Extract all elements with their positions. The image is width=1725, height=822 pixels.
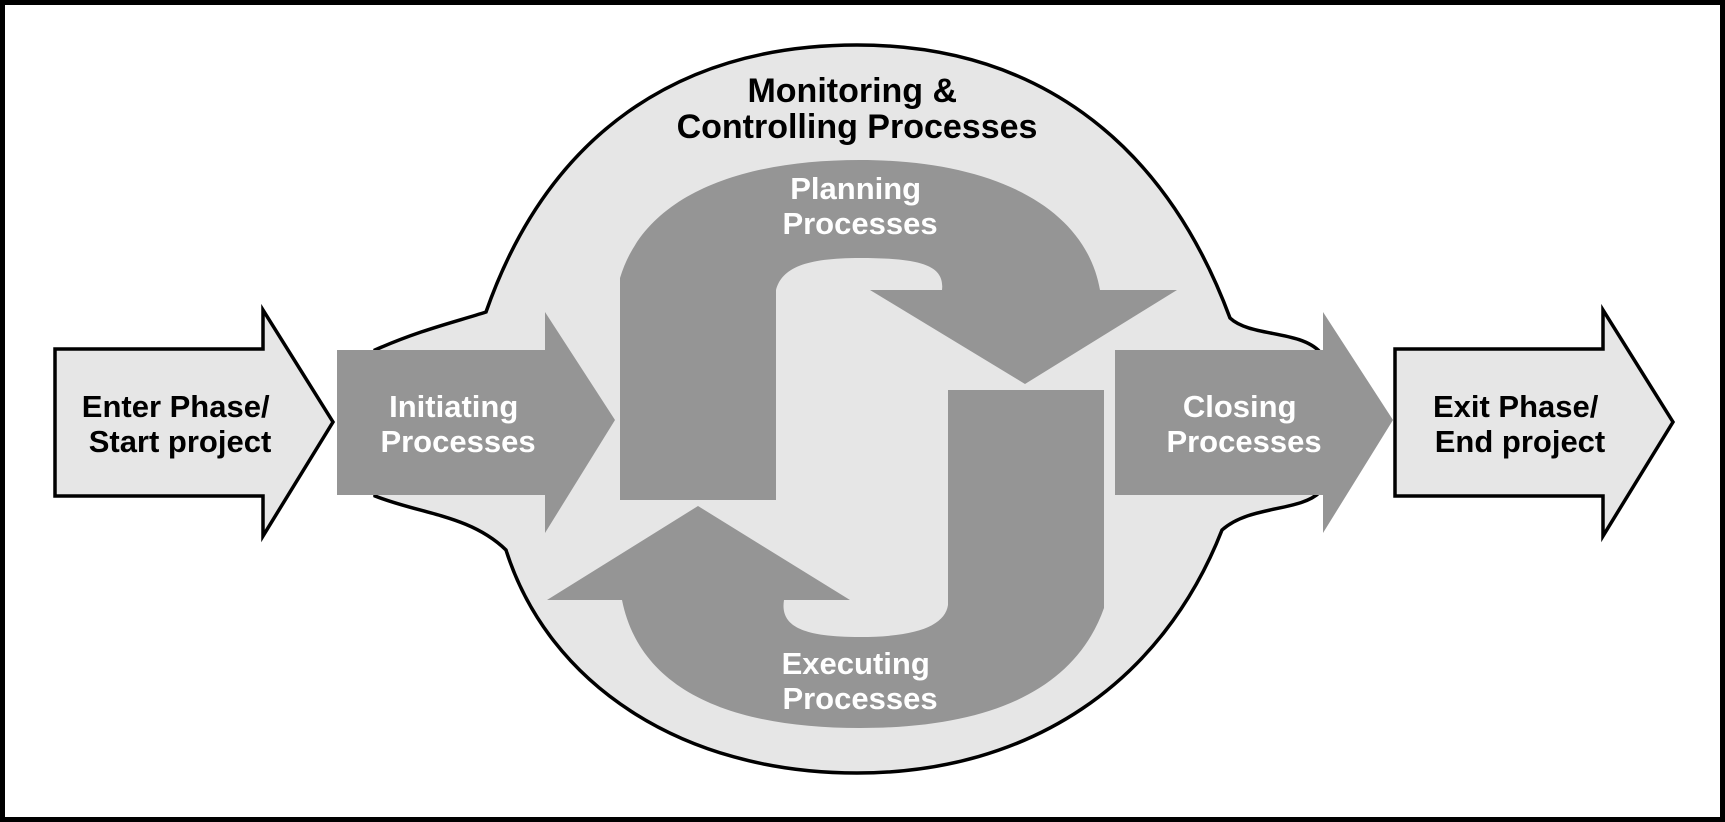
initiating-line-2: Processes <box>380 424 535 459</box>
planning-line-2: Processes <box>782 206 937 241</box>
monitoring-line-1: Monitoring & <box>747 72 957 110</box>
monitoring-line-2: Controlling Processes <box>677 108 1038 146</box>
executing-line-2: Processes <box>782 681 937 716</box>
initiating-processes-arrow <box>337 312 615 533</box>
planning-processes-arrow <box>620 160 1177 500</box>
enter-line-1: Enter Phase/ <box>82 389 270 424</box>
closing-processes-label: Closing Processes <box>1166 389 1321 459</box>
executing-processes-arrow <box>547 390 1104 728</box>
enter-phase-label: Enter Phase/ Start project <box>82 389 278 459</box>
closing-line-1: Closing <box>1183 389 1297 424</box>
exit-phase-label: Exit Phase/ End project <box>1433 389 1607 459</box>
monitoring-controlling-label: Monitoring & Controlling Processes <box>677 72 1038 146</box>
executing-line-1: Executing <box>782 646 930 681</box>
exit-line-1: Exit Phase/ <box>1433 389 1599 424</box>
exit-line-2: End project <box>1435 424 1606 459</box>
enter-line-2: Start project <box>89 424 272 459</box>
closing-processes-arrow <box>1115 312 1393 533</box>
exit-phase-arrow <box>1393 303 1676 543</box>
planning-line-1: Planning <box>790 171 921 206</box>
executing-processes-label: Executing Processes <box>782 646 939 716</box>
planning-processes-label: Planning Processes <box>782 171 937 241</box>
closing-line-2: Processes <box>1166 424 1321 459</box>
initiating-line-1: Initiating <box>389 389 518 424</box>
enter-phase-arrow <box>53 303 336 543</box>
initiating-processes-label: Initiating Processes <box>380 389 535 459</box>
